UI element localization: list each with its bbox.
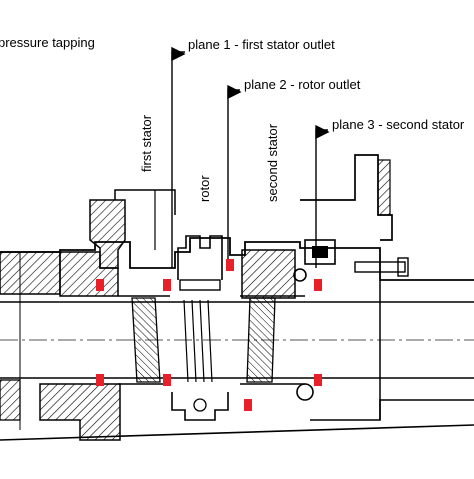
first-stator-blades (118, 295, 170, 385)
plane1-label: plane 1 - first stator outlet (188, 37, 335, 52)
plane-leaders (171, 46, 330, 268)
casing-right-block (300, 154, 474, 421)
rotor-assembly (171, 235, 229, 421)
plane2-flag (227, 84, 242, 100)
pressure-tap-marker (244, 399, 252, 411)
pressure-taps (96, 259, 322, 411)
plane2-label: plane 2 - rotor outlet (244, 77, 361, 92)
casing-left-block (0, 189, 176, 297)
first-stator-label: first stator (139, 114, 154, 172)
pressure-tap-marker (96, 374, 104, 386)
rotor-label: rotor (197, 175, 212, 202)
pressure-tap-marker (314, 279, 322, 291)
pressure-tap-marker (96, 279, 104, 291)
pressure-tap-marker (163, 279, 171, 291)
plane3-label: plane 3 - second stator (332, 117, 465, 132)
pressure-tapping-label: pressure tapping (0, 35, 95, 50)
plane1-flag (171, 46, 186, 62)
casing-bottom (0, 252, 474, 441)
plane3-flag (315, 124, 330, 140)
second-stator-label: second stator (265, 123, 280, 202)
pressure-tap-marker (314, 374, 322, 386)
casing-top-outline (0, 237, 474, 281)
pressure-tap-marker (226, 259, 234, 271)
pressure-tap-marker (163, 374, 171, 386)
plane1-leader (171, 51, 185, 268)
